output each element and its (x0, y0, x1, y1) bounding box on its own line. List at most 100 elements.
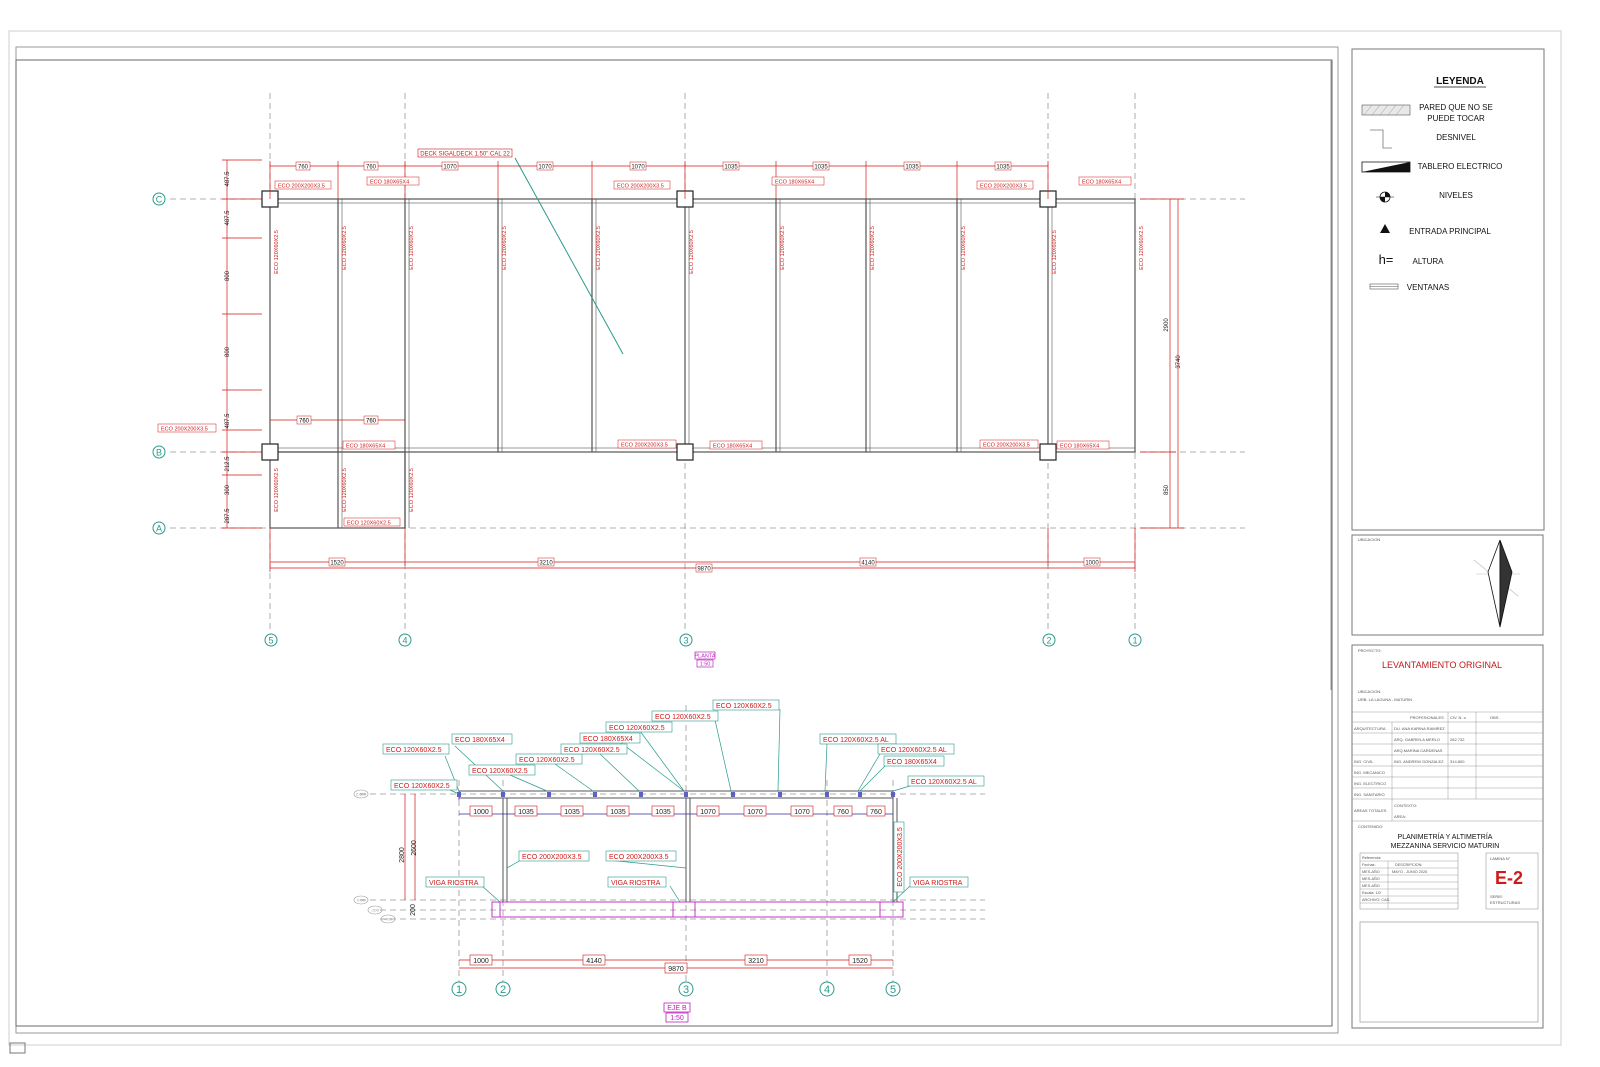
joist-tick (891, 792, 895, 797)
axis-label-5: 5 (268, 636, 273, 646)
ref-archivo: ARCHIVO: CAD. (1362, 898, 1390, 902)
dim-label: 1000 (473, 809, 489, 816)
dim-box (696, 805, 720, 817)
dim-label: 2800 (399, 847, 406, 863)
tb-serie-label: SERIE: (1490, 894, 1503, 899)
leader (449, 789, 460, 795)
leader (506, 859, 522, 869)
dim-label: 487.5 (225, 413, 231, 429)
dim-box (722, 161, 740, 171)
dim-label: 1520 (852, 958, 868, 965)
plan-top-dim-labels: 760 760 1070 1070 1070 1035 1035 1035 10… (295, 161, 1012, 171)
tb-proyecto-label: PROYECTO: (1358, 648, 1382, 653)
dim-label: 760 (366, 419, 377, 425)
hatch-line (1387, 104, 1397, 116)
dim-label: 800 (225, 270, 231, 281)
tb-role: ING. ELECTRICO (1354, 781, 1386, 786)
dim-box (743, 805, 767, 817)
dim-label: 1000 (473, 958, 489, 965)
elev-label: ECO 120X60X2.5 (716, 703, 772, 710)
plan-columns (261, 190, 1057, 461)
label-box (819, 733, 897, 745)
joist-label: ECO 120X60X2.5 (274, 468, 280, 512)
elev-label: ECO 120X60X2.5 (564, 747, 620, 754)
elev-label: ECO 180X65X4 (455, 737, 505, 744)
elev-axis-label: 4 (824, 984, 830, 996)
hatch-line (1379, 104, 1389, 116)
hatch-line (1363, 104, 1373, 116)
ref-mes: MES-AÑO (1362, 883, 1380, 888)
beam-label: ECO 180X65X4 (370, 180, 409, 186)
leader (599, 753, 640, 792)
deck-label-text: DECK SIGALDECK 1.50" CAL 22 (420, 152, 510, 158)
label-box (1078, 176, 1132, 186)
beam-label: ECO 180X65X4 (713, 444, 752, 450)
leader (554, 763, 594, 792)
elev-label: ECO 120X60X2.5 (519, 757, 575, 764)
hatch-line (1395, 104, 1405, 116)
dim-label: 3210 (748, 958, 764, 965)
tb-professionals-text: PROFESIONALES CIV. N. o OBS. ARQUITECTUR… (1354, 715, 1500, 819)
deck-label: DECK SIGALDECK 1.50" CAL 22 (417, 148, 513, 158)
dim-label: 3740 (1176, 355, 1182, 369)
beam-label: ECO 200X200X3.5 (621, 443, 668, 449)
joist-label: ECO 120X60X2.5 (342, 226, 348, 270)
elev-label: ECO 120X60X2.5 AL (823, 737, 889, 744)
axis-label-2: 2 (1046, 636, 1051, 646)
label-box (1056, 440, 1110, 450)
beam-label: ECO 200X200X3.5 (278, 184, 325, 190)
joist-tick (858, 792, 862, 797)
viga-riostra-beam (491, 901, 904, 918)
elev-axis-label: 1 (456, 984, 462, 996)
plan-scale-box (696, 659, 714, 668)
tb-contenido-line1: PLANIMETRÍA Y ALTIMETRÍA (1398, 832, 1493, 841)
elevation-labels: ECO 120X60X2.5 ECO 180X65X4 ECO 120X60X2… (382, 699, 985, 893)
level-mark (353, 789, 369, 799)
legend-desnivel-text: DESNIVEL (1436, 133, 1476, 142)
leader (481, 885, 501, 903)
axis-bubble-c (152, 192, 166, 206)
dim-box (295, 161, 311, 171)
desnivel-icon (1370, 129, 1392, 149)
dim-label: 1035 (724, 165, 738, 171)
leader (509, 774, 548, 792)
north-arrow-right (1499, 539, 1513, 628)
joist-tick (593, 792, 597, 797)
legend-tablero-text: TABLERO ELECTRICO (1418, 162, 1503, 171)
sheet-outer-border (8, 30, 1562, 1046)
label-box (712, 699, 780, 711)
leader (857, 753, 881, 792)
legend-ventanas-text: VENTANAS (1407, 283, 1450, 292)
sheet-number-frame (1485, 852, 1539, 910)
ref-mes-val: MAYO - JUNIO 2025 (1392, 870, 1427, 874)
dim-box (1083, 557, 1101, 567)
elev-label: ECO 120X60X2.5 (609, 725, 665, 732)
label-box (771, 176, 825, 186)
dim-box (560, 805, 584, 817)
dim-box (790, 805, 814, 817)
elevation-joist-ticks (457, 792, 895, 797)
tb-role: ING. CIVIL (1354, 759, 1374, 764)
elev-axis-label: 3 (683, 984, 689, 996)
legend-wall-text-2: PUEDE TOCAR (1427, 114, 1485, 123)
axis-label-1: 1 (1132, 636, 1137, 646)
label-box (617, 439, 677, 449)
dim-label: 4140 (586, 958, 602, 965)
leader (607, 859, 687, 869)
ref-referencia: Referencia: (1362, 856, 1381, 860)
sheet-tab-icon[interactable] (9, 1042, 26, 1054)
plan-bottom-dim-labels: 1520 3210 9870 4140 1000 (328, 557, 1101, 573)
leader (669, 885, 681, 903)
dim-box (582, 954, 606, 966)
dim-box (629, 161, 647, 171)
level-label: -200 (371, 908, 380, 913)
tb-role: AREAS TOTALES (1354, 808, 1387, 813)
ref-mes: MES-AÑO (1362, 876, 1380, 881)
leader (892, 785, 911, 792)
dim-label: 850 (1164, 484, 1170, 495)
niveles-quad (1385, 192, 1390, 197)
label-box (342, 440, 396, 450)
dim-box (296, 415, 312, 425)
label-box (579, 732, 641, 744)
dim-label: 1000 (1085, 561, 1099, 567)
